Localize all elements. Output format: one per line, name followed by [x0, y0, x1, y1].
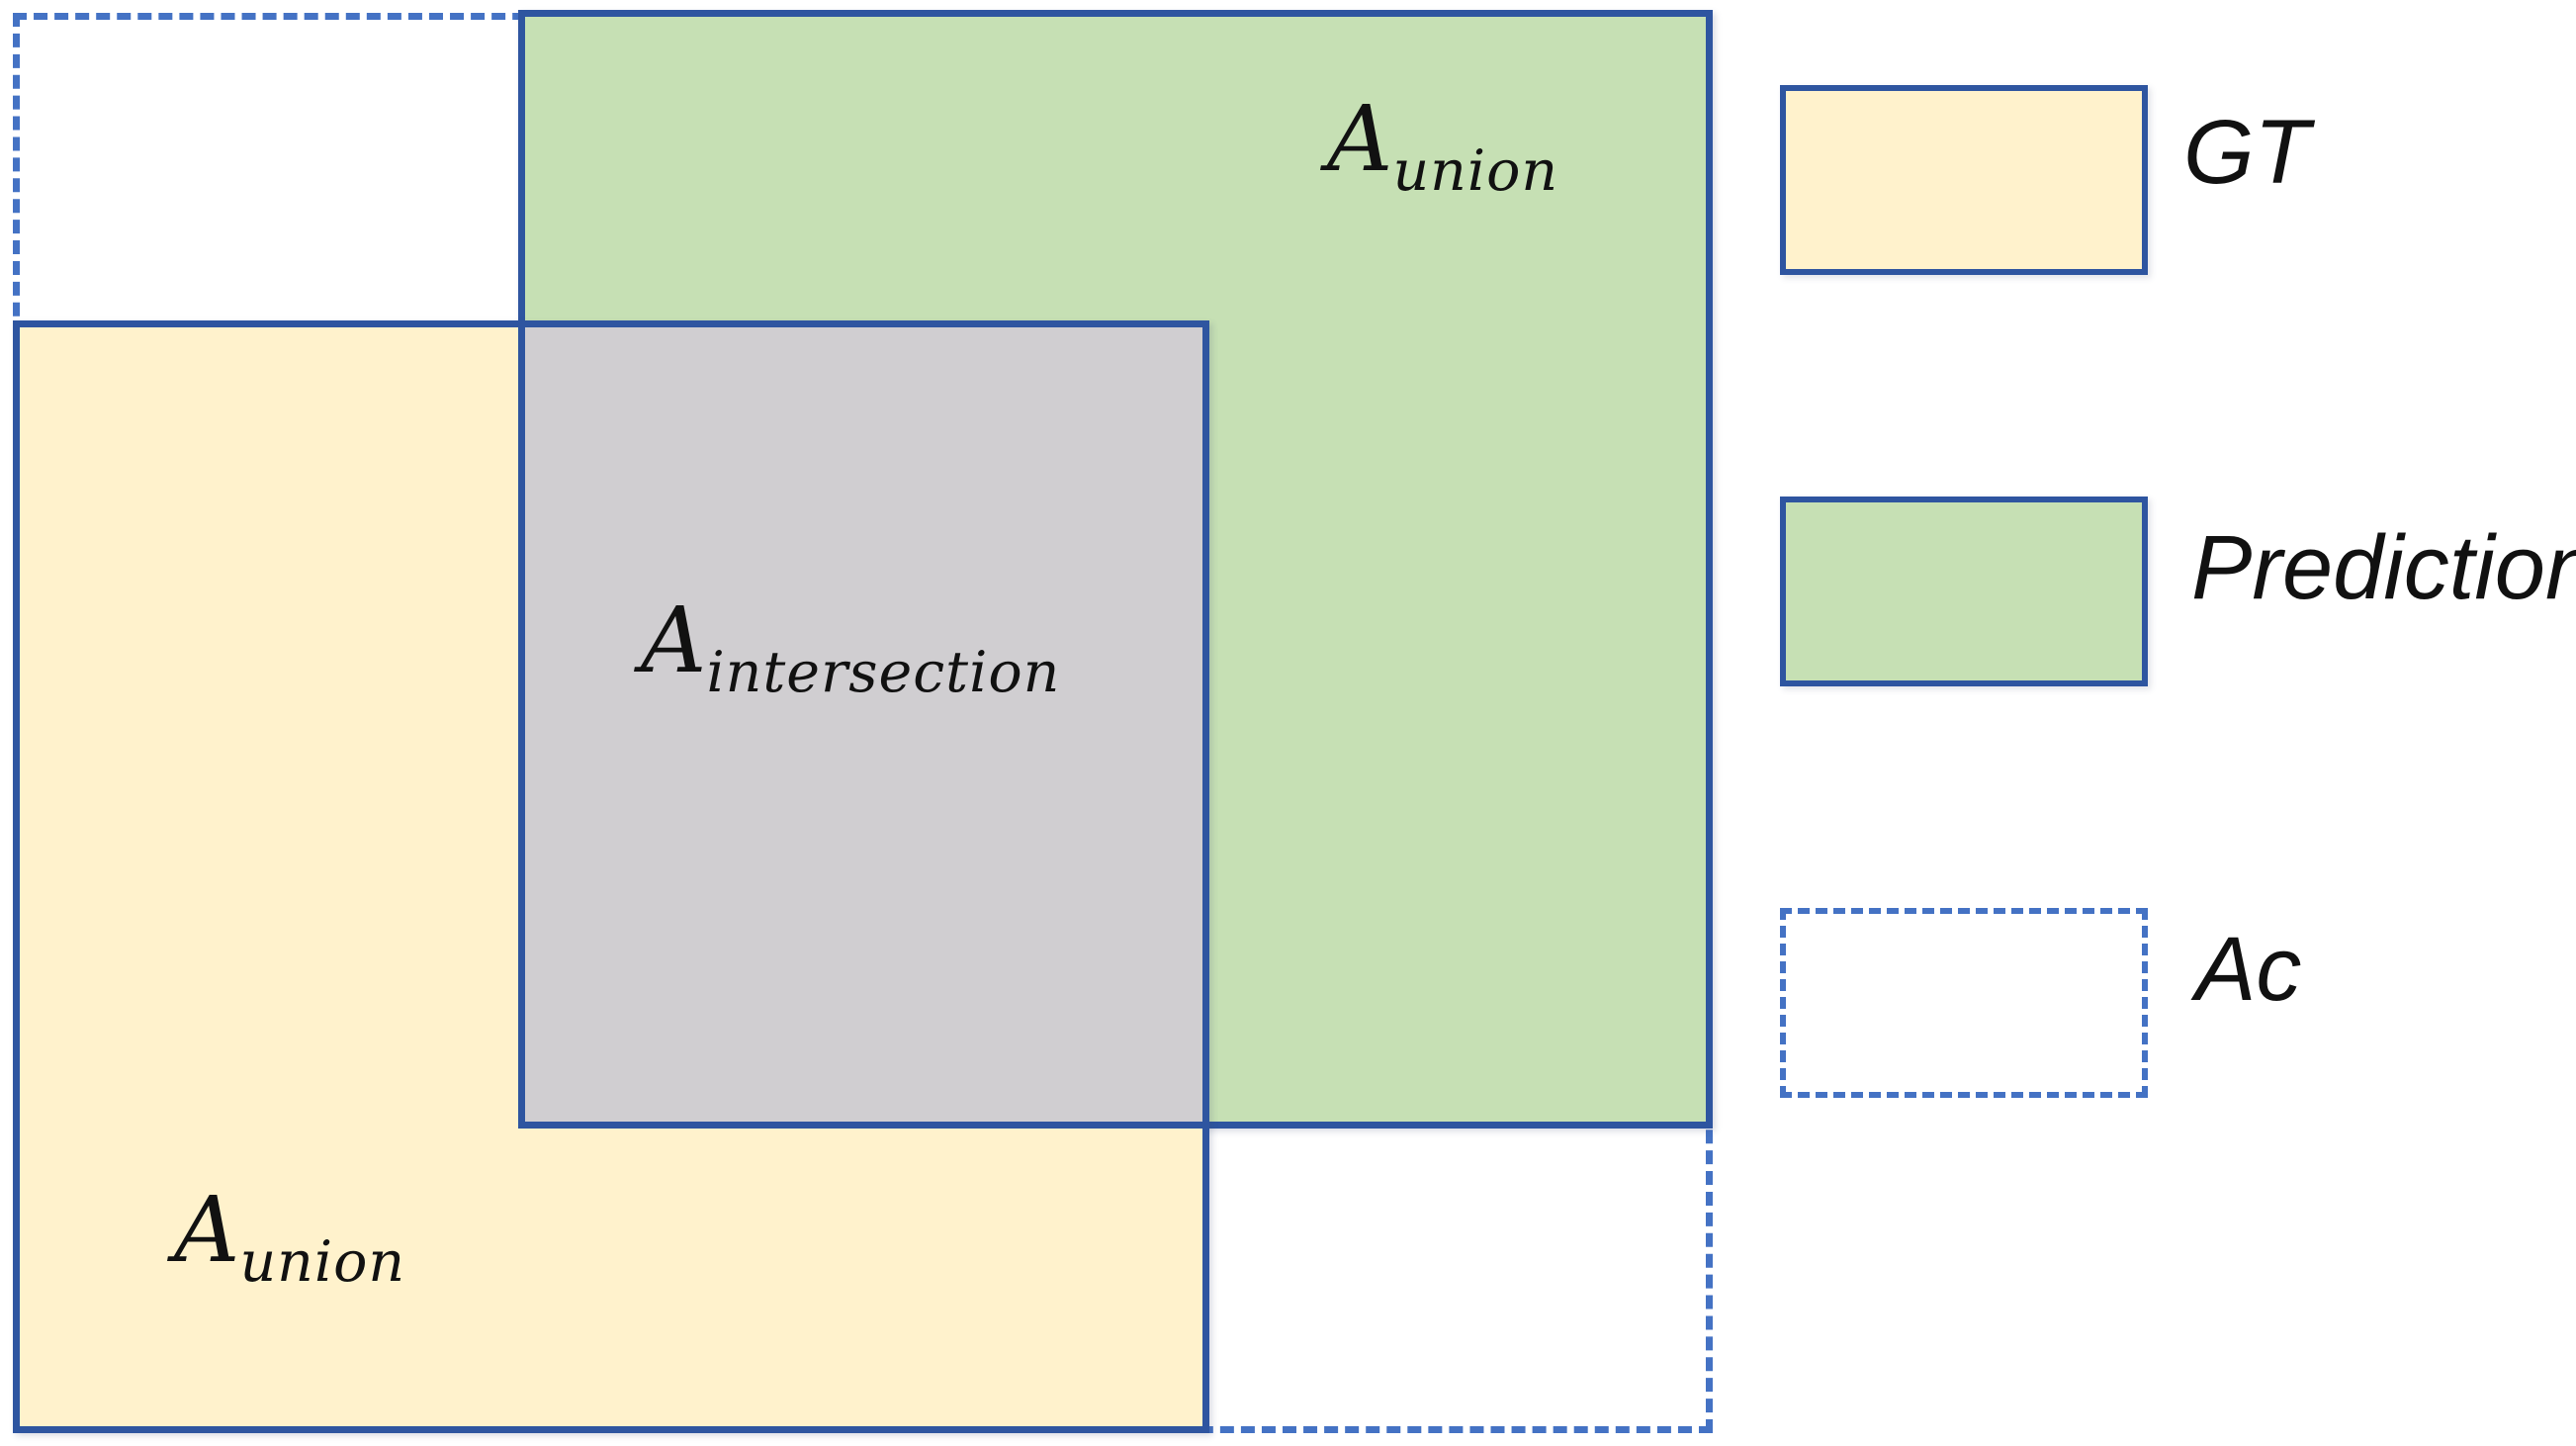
gt-area-union-label: Aunion: [174, 1185, 405, 1291]
intersection-box: [518, 320, 1209, 1129]
intersection-label-subscript: intersection: [706, 639, 1061, 705]
prediction-area-union-label: Aunion: [1327, 94, 1558, 200]
legend-swatch-prediction: [1780, 497, 2148, 686]
legend-label-prediction: Prediction: [2191, 517, 2576, 618]
union-label-subscript: union: [1392, 137, 1559, 204]
union-label-subscript: union: [239, 1228, 406, 1295]
legend-swatch-gt: [1780, 85, 2148, 275]
legend-label-gt: GT: [2183, 102, 2310, 203]
union-label-base: A: [174, 1177, 240, 1283]
intersection-area-label: Aintersection: [641, 595, 1060, 701]
union-label-base: A: [1327, 86, 1393, 192]
intersection-label-base: A: [641, 587, 707, 693]
legend-label-ac: Ac: [2195, 919, 2302, 1020]
legend-swatch-ac-dashed: [1780, 908, 2148, 1098]
